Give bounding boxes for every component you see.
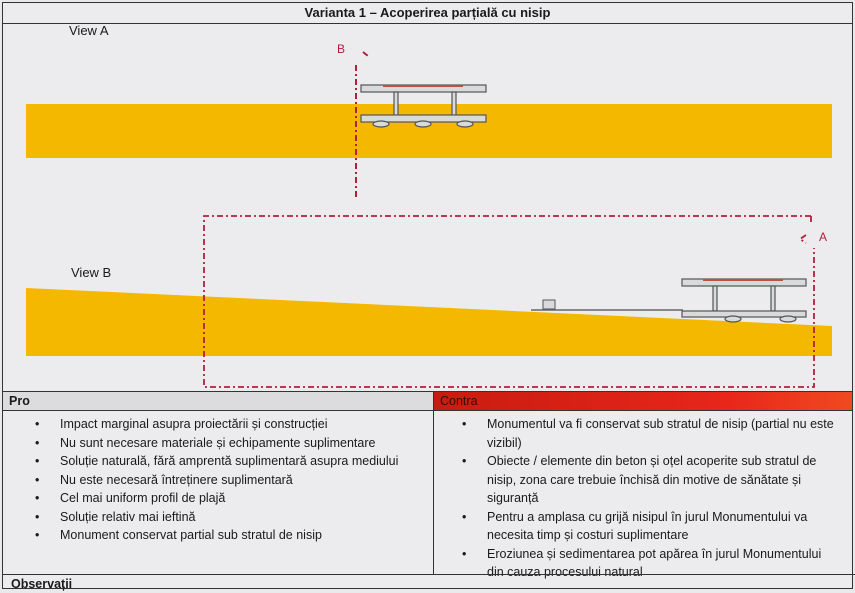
view-b-label: View B [71, 265, 112, 280]
small-block [542, 299, 556, 310]
monument-structure-view-b [681, 278, 807, 323]
view-a-label: View A [69, 23, 109, 38]
page-title: Varianta 1 – Acoperirea parțială cu nisi… [3, 3, 852, 24]
contra-item: •Eroziunea și sedimentarea pot apărea în… [462, 546, 822, 580]
sand-layer-view-b [26, 288, 832, 356]
section-box-a [203, 215, 815, 388]
pro-item: •Soluție relativ mai ieftină [35, 509, 196, 524]
pro-item: •Impact marginal asupra proiectării și c… [35, 417, 328, 431]
contra-header: Contra [434, 392, 852, 411]
pro-contra-table: Pro •Impact marginal asupra proiectării … [3, 391, 852, 579]
contra-item: •Monumentul va fi conservat sub stratul … [462, 417, 834, 450]
pro-item: •Cel mai uniform profil de plajă [35, 491, 226, 505]
cross-section-drawing [26, 51, 832, 388]
pro-item: •Soluție naturală, fără amprentă suplime… [35, 454, 399, 468]
section-b-label: B [337, 42, 346, 56]
section-line-b [355, 51, 369, 198]
section-a-label: A [819, 230, 828, 244]
contra-item: •Obiecte / elemente din beton și oțel ac… [462, 454, 817, 505]
pro-item: •Monument conservat partial sub stratul … [35, 528, 322, 542]
contra-item: •Pentru a amplasa cu grijă nisipul în ju… [462, 509, 808, 543]
sand-layer-view-a [26, 104, 832, 158]
pro-column: Pro •Impact marginal asupra proiectării … [3, 392, 434, 574]
pro-item: •Nu este necesară întreținere suplimenta… [35, 472, 293, 487]
pro-header: Pro [3, 392, 433, 411]
observations-label: Observații [3, 574, 855, 593]
contra-column: Contra •Monumentul va fi conservat sub s… [434, 392, 852, 579]
pro-item: •Nu sunt necesare materiale și echipamen… [35, 435, 376, 450]
monument-structure-view-a [360, 84, 487, 128]
